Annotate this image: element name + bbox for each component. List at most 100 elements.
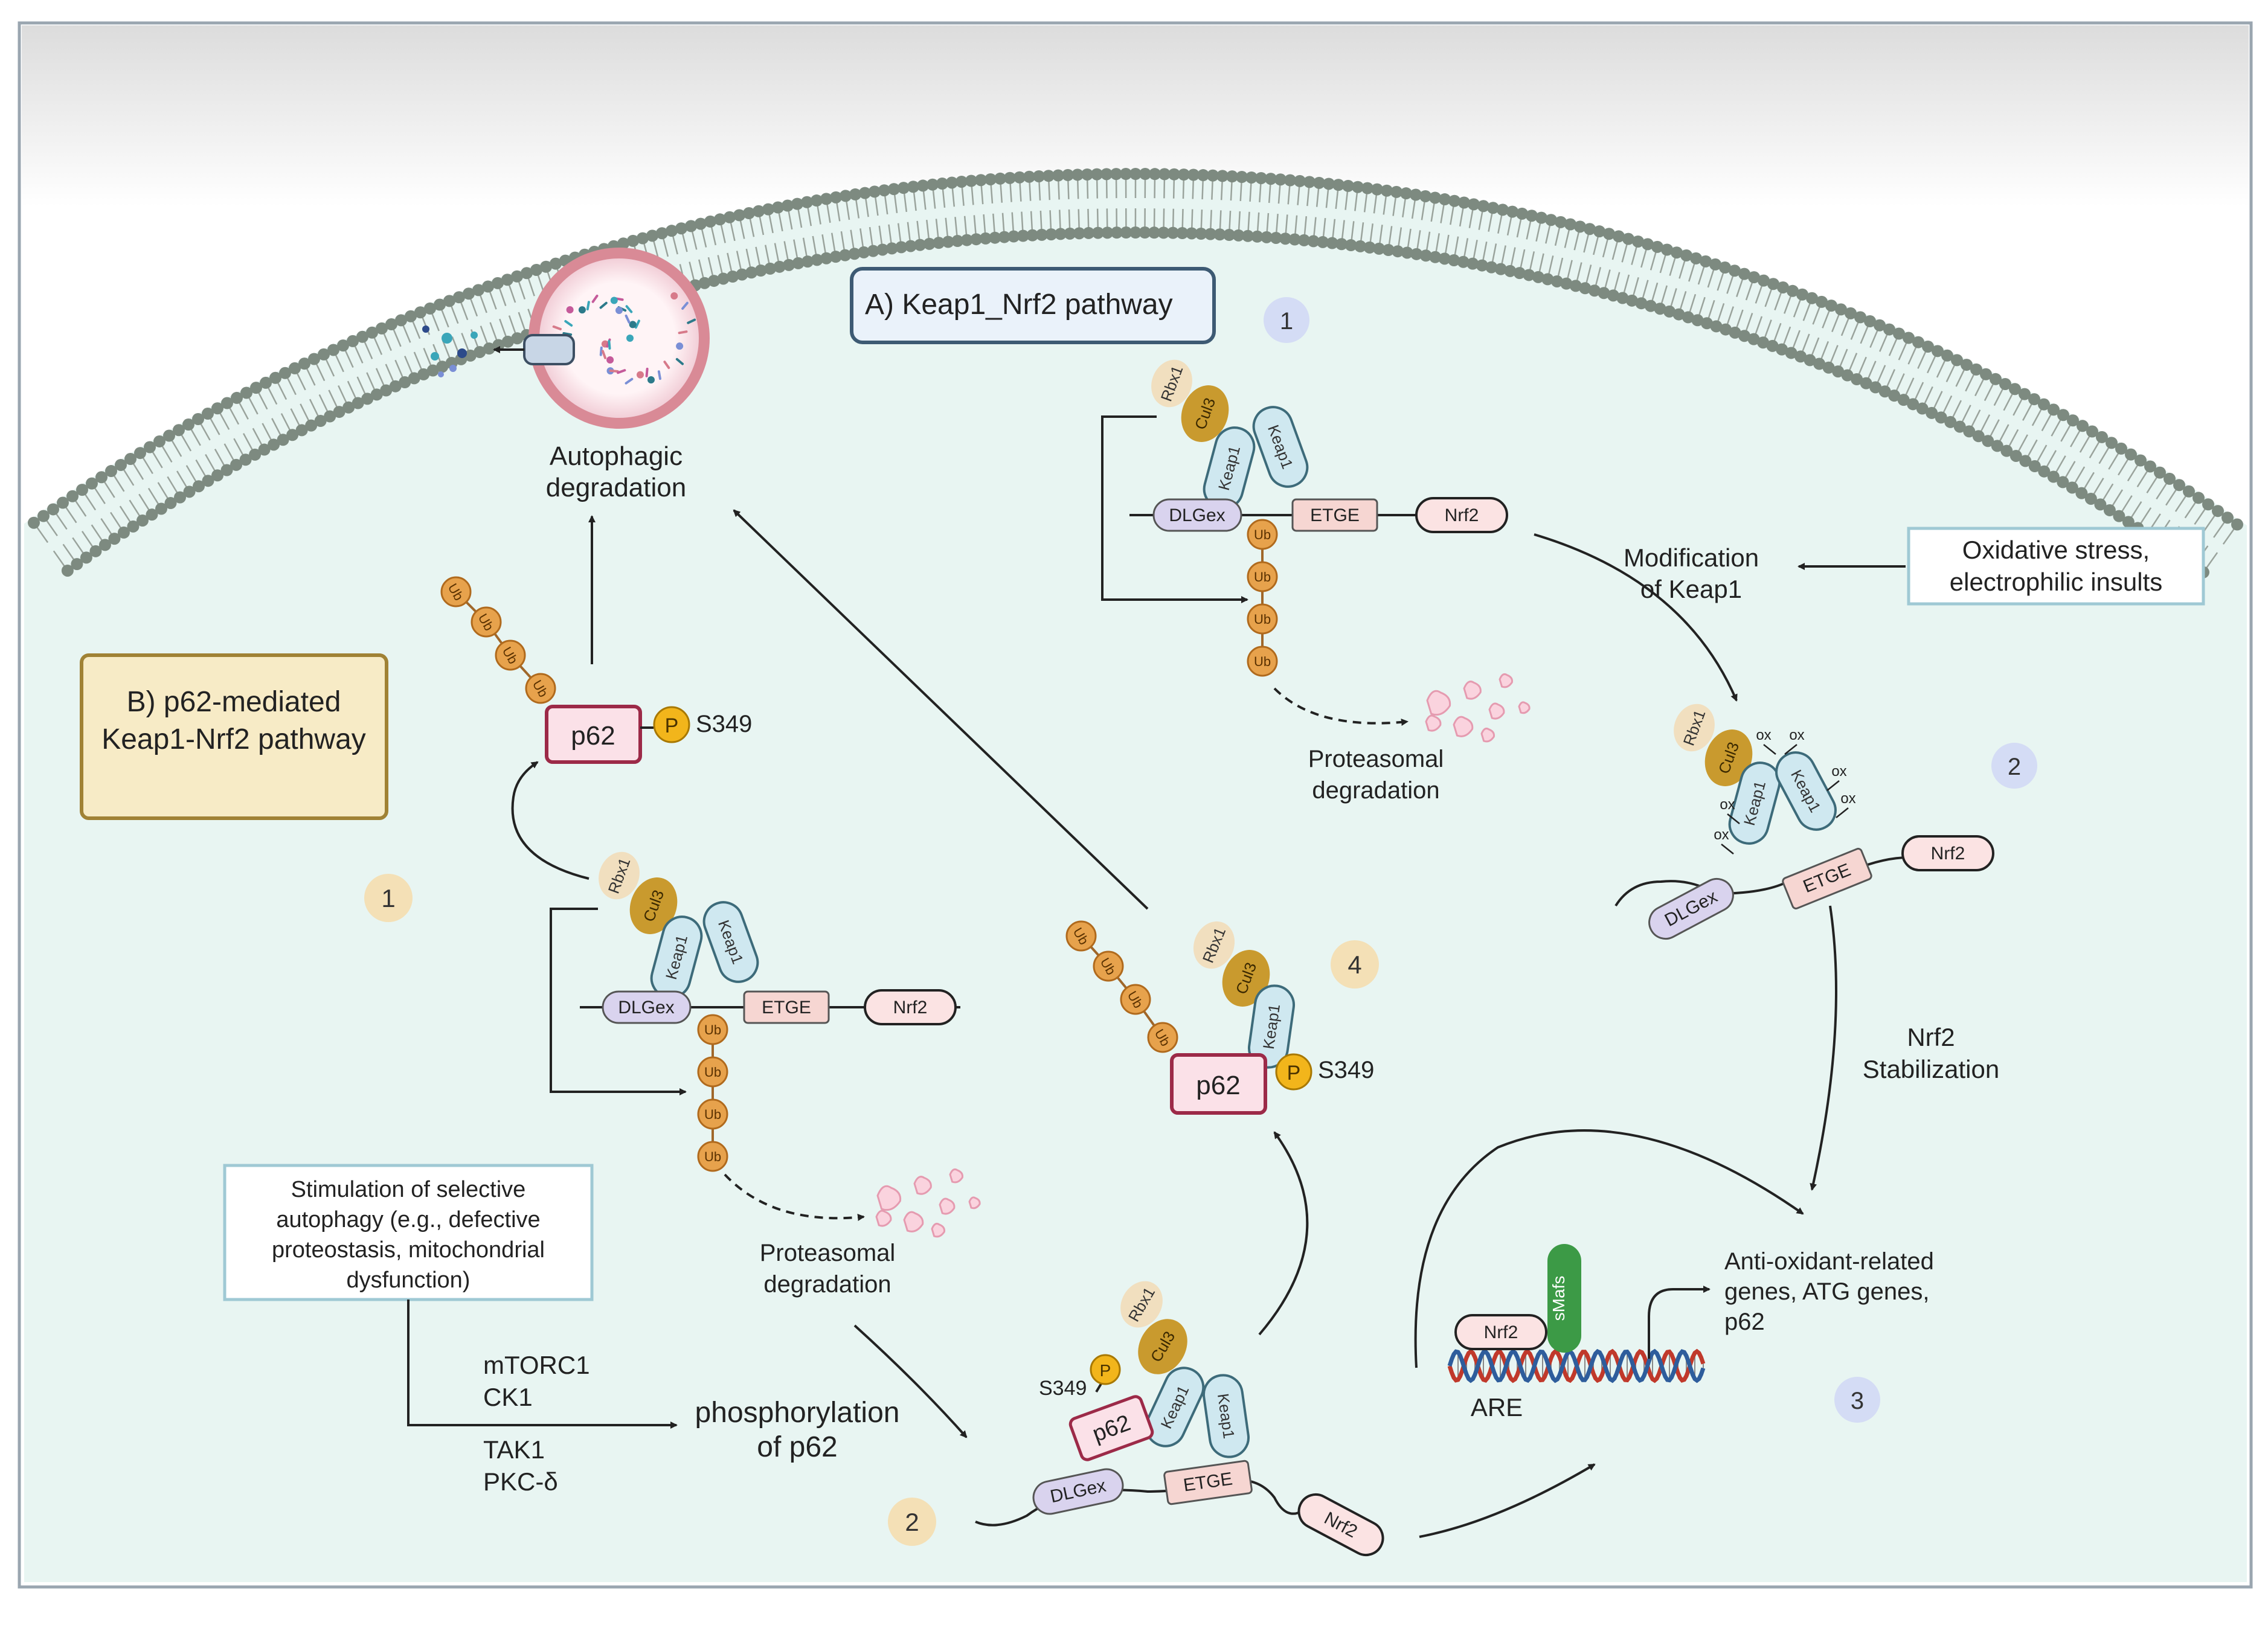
ubiquitin-unit: Ub <box>1121 985 1150 1014</box>
stabilization-label: Nrf2 <box>1907 1023 1955 1051</box>
svg-text:proteostasis, mitochondrial: proteostasis, mitochondrial <box>272 1237 545 1263</box>
ubiquitin-unit: Ub <box>1248 647 1277 676</box>
step-badge-a2: 2 <box>1991 743 2037 789</box>
svg-text:dysfunction): dysfunction) <box>347 1268 471 1293</box>
autophagic-label: Autophagic <box>550 441 683 471</box>
stabilization-label-line2: Stabilization <box>1863 1055 1999 1083</box>
modification-label: Modification <box>1624 543 1759 572</box>
step-badge-a1: 1 <box>1264 297 1309 343</box>
nrf2-bound: Nrf2 <box>1456 1315 1546 1349</box>
fragment <box>932 1223 945 1236</box>
proteasomal-label-b1-line2: degradation <box>763 1271 891 1298</box>
svg-text:p62: p62 <box>1196 1071 1240 1100</box>
etge-b1: ETGE <box>744 992 829 1023</box>
svg-text:ETGE: ETGE <box>762 998 811 1018</box>
kinase-pkc-delta: PKC-δ <box>483 1467 558 1496</box>
ubiquitin-unit: Ub <box>1067 921 1096 950</box>
ox-mark: ox <box>1831 763 1846 780</box>
ubiquitin-unit: Ub <box>698 1100 727 1129</box>
svg-text:Ub: Ub <box>1254 569 1271 585</box>
released-particle <box>431 352 439 361</box>
fragment <box>1464 682 1480 699</box>
ubiquitin-unit: Ub <box>698 1057 727 1086</box>
ox-mark: ox <box>1756 727 1771 743</box>
svg-text:DLGex: DLGex <box>1169 505 1225 525</box>
svg-text:P: P <box>665 714 679 737</box>
svg-text:Nrf2: Nrf2 <box>1484 1322 1518 1342</box>
modification-label-line2: of Keap1 <box>1640 575 1742 603</box>
svg-text:Keap1-Nrf2 pathway: Keap1-Nrf2 pathway <box>101 723 366 755</box>
svg-text:2: 2 <box>2008 754 2021 780</box>
fragment <box>1454 717 1473 736</box>
fragment <box>940 1199 954 1214</box>
nrf2-b1: Nrf2 <box>865 990 956 1024</box>
svg-text:electrophilic insults: electrophilic insults <box>1950 568 2163 596</box>
ubiquitin-unit: Ub <box>1248 520 1277 549</box>
svg-text:P: P <box>1100 1361 1111 1380</box>
released-particle <box>471 332 478 339</box>
step-badge-a3: 3 <box>1834 1377 1880 1423</box>
ubiquitin-unit: Ub <box>1248 604 1277 633</box>
step-badge-b1: 1 <box>364 874 413 922</box>
svg-text:2: 2 <box>905 1508 919 1536</box>
svg-text:3: 3 <box>1851 1388 1864 1414</box>
released-particle <box>442 333 452 344</box>
nrf2-a2: Nrf2 <box>1903 836 1993 870</box>
etge-a1: ETGE <box>1293 499 1377 531</box>
svg-text:Ub: Ub <box>1254 527 1271 542</box>
fragment <box>1426 716 1441 731</box>
proteasomal-label-b1: Proteasomal <box>760 1240 896 1266</box>
fragment <box>1519 702 1529 713</box>
svg-text:Stimulation of selective: Stimulation of selective <box>291 1177 526 1202</box>
svg-text:p62: p62 <box>571 721 615 751</box>
target-genes-line2: genes, ATG genes, <box>1724 1278 1929 1305</box>
svg-text:Ub: Ub <box>704 1149 721 1164</box>
svg-text:sMafs: sMafs <box>1549 1276 1568 1321</box>
oxidative-stress-box: Oxidative stress, electrophilic insults <box>1909 528 2203 604</box>
svg-text:P: P <box>1287 1062 1301 1085</box>
proteasomal-label-a1-line2: degradation <box>1312 777 1439 804</box>
svg-text:Ub: Ub <box>1254 612 1271 627</box>
ubiquitin-unit: Ub <box>698 1015 727 1044</box>
pathway-a-title: A) Keap1_Nrf2 pathway <box>865 289 1173 321</box>
are-label: ARE <box>1471 1393 1523 1421</box>
fragment <box>950 1169 963 1182</box>
released-particle <box>422 325 429 333</box>
fragment <box>1489 704 1504 719</box>
svg-text:DLGex: DLGex <box>618 998 674 1018</box>
ubiquitin-unit: Ub <box>698 1142 727 1171</box>
kinase-tak1: TAK1 <box>483 1435 545 1464</box>
fragment <box>876 1211 891 1226</box>
target-genes-line1: Anti-oxidant-related <box>1724 1248 1934 1275</box>
svg-text:B) p62-mediated: B) p62-mediated <box>127 686 341 718</box>
svg-text:Oxidative stress,: Oxidative stress, <box>1962 536 2150 564</box>
kinase-ck1: CK1 <box>483 1383 533 1411</box>
svg-text:ETGE: ETGE <box>1310 505 1360 525</box>
ox-mark: ox <box>1840 790 1855 807</box>
ubiquitin-unit: Ub <box>1248 562 1277 591</box>
smafs-protein: sMafs <box>1547 1244 1581 1353</box>
pathway-a-title-box: A) Keap1_Nrf2 pathway <box>852 269 1214 342</box>
autophagic-label-line2: degradation <box>546 473 686 502</box>
fragment <box>1500 674 1512 687</box>
nrf2-a1: Nrf2 <box>1416 498 1507 532</box>
svg-text:4: 4 <box>1348 950 1361 979</box>
step-badge-b4: 4 <box>1331 940 1379 989</box>
lysosome-channel <box>524 335 574 364</box>
svg-text:Nrf2: Nrf2 <box>893 998 928 1018</box>
step-badge-b2: 2 <box>888 1498 936 1546</box>
site-label-b2: S349 <box>1039 1377 1087 1400</box>
svg-text:Ub: Ub <box>704 1065 721 1080</box>
cytoplasm <box>24 169 2247 1582</box>
stimulation-box: Stimulation of selective autophagy (e.g.… <box>225 1165 592 1300</box>
released-particle <box>438 371 444 377</box>
fragment <box>904 1212 923 1231</box>
svg-text:Nrf2: Nrf2 <box>1445 505 1479 525</box>
ubiquitin-unit: Ub <box>1094 952 1123 981</box>
released-particle <box>457 348 467 358</box>
pathway-b-title-box: B) p62-mediated Keap1-Nrf2 pathway <box>82 655 387 818</box>
dlgex-a1: DLGex <box>1154 499 1241 531</box>
site-label-b4: S349 <box>1318 1057 1374 1083</box>
